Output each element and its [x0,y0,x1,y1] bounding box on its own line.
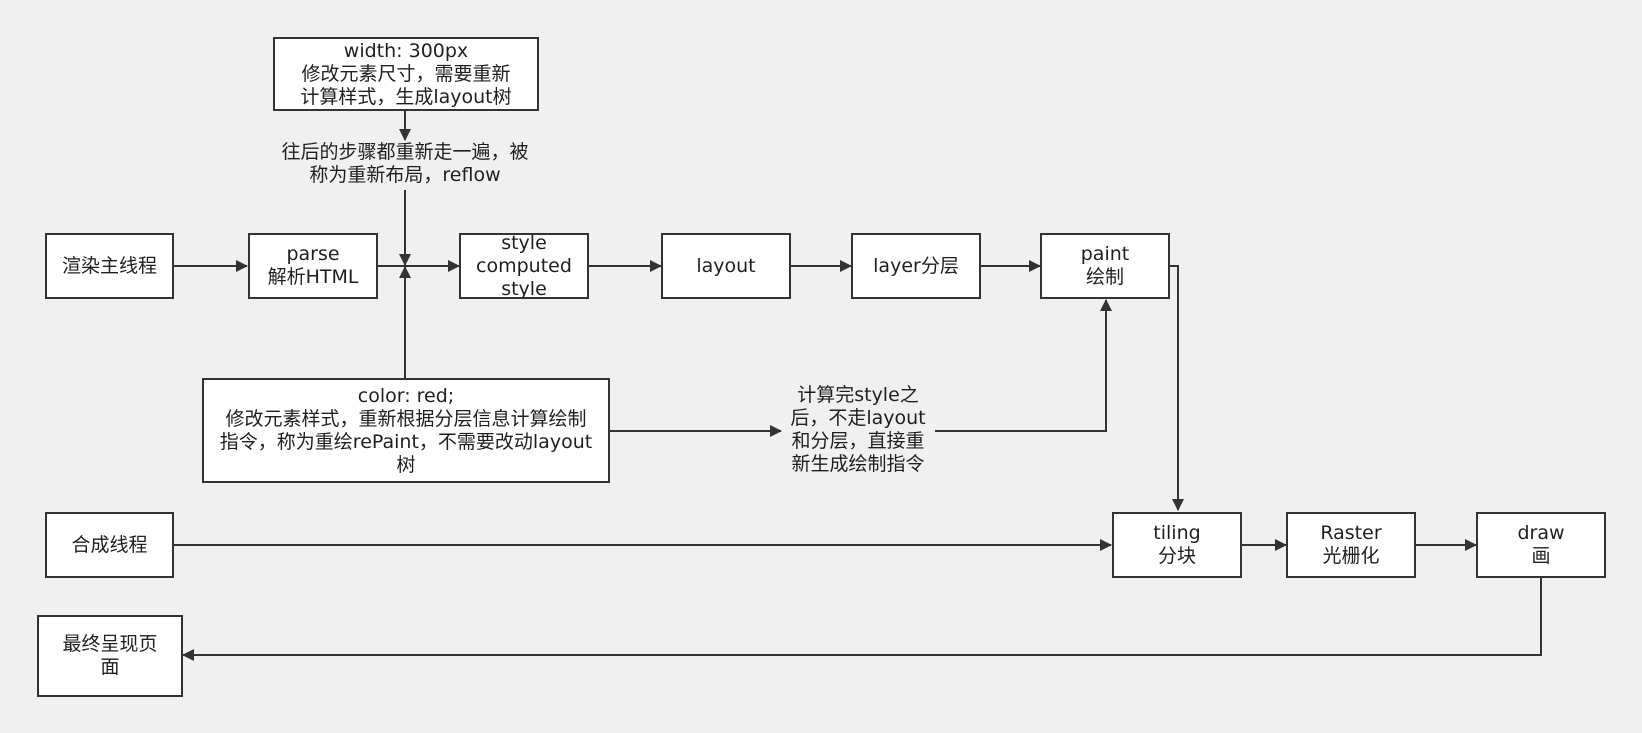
raster-node: Raster 光栅化 [1286,512,1416,578]
repaint-note-label: 计算完style之 后，不走layout 和分层，直接重 新生成绘制指令 [782,384,934,480]
width-change-node: width: 300px 修改元素尺寸，需要重新 计算样式，生成layout树 [273,37,539,111]
composite-thread-node: 合成线程 [45,512,174,578]
parse-node: parse 解析HTML [248,233,378,299]
edge-paint-to-tiling [1170,265,1184,511]
edge-note-to-paint [935,299,1112,432]
layout-node: layout [661,233,791,299]
paint-node: paint 绘制 [1040,233,1170,299]
color-change-node: color: red; 修改元素样式，重新根据分层信息计算绘制 指令，称为重绘r… [202,378,610,483]
layer-node: layer分层 [851,233,981,299]
tiling-node: tiling 分块 [1112,512,1242,578]
final-render-node: 最终呈现页 面 [37,615,183,697]
render-main-thread-node: 渲染主线程 [45,233,174,299]
reflow-label: 往后的步骤都重新走一遍，被 称为重新布局，reflow [260,141,550,189]
edge-draw-to-final [182,578,1542,661]
style-node: style computed style [459,233,589,299]
draw-node: draw 画 [1476,512,1606,578]
